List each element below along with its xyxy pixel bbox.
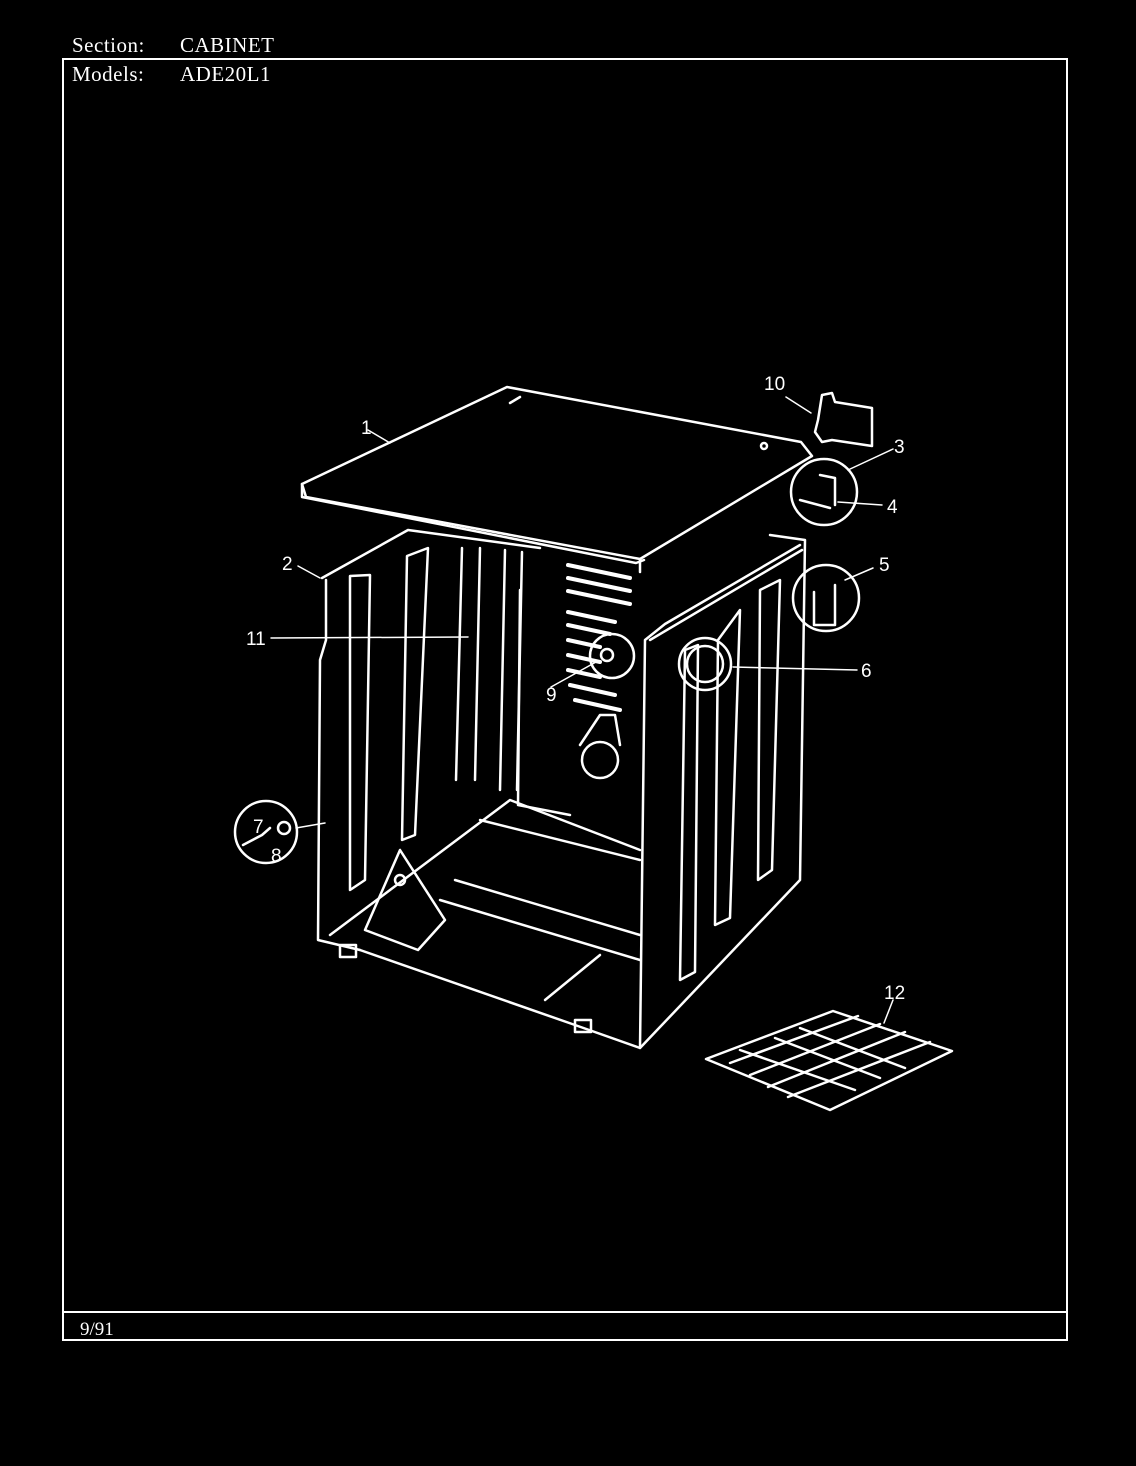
callout-12: 12 <box>884 983 905 1004</box>
callout-4: 4 <box>887 497 898 518</box>
top-panel-drawing <box>300 385 814 574</box>
callout-5: 5 <box>879 555 890 576</box>
diagram-frame <box>62 58 1068 1341</box>
callout-7: 7 <box>253 817 264 838</box>
callout-10: 10 <box>764 374 785 395</box>
footer-divider <box>62 1311 1068 1313</box>
models-label: Models: <box>72 62 145 86</box>
callout-11: 11 <box>246 629 266 650</box>
section-value: CABINET <box>180 33 275 57</box>
drying-rack-drawing <box>704 1009 954 1112</box>
callout-8: 8 <box>271 846 282 867</box>
revision-date: 9/91 <box>80 1319 114 1340</box>
callout-leaders <box>270 396 894 1024</box>
control-bracket-drawing <box>813 391 874 448</box>
section-label: Section: <box>72 33 145 57</box>
cabinet-body-drawing <box>316 528 807 1050</box>
callout-2: 2 <box>282 554 293 575</box>
models-value: ADE20L1 <box>180 62 271 86</box>
callout-6: 6 <box>861 661 872 682</box>
callout-9: 9 <box>546 685 557 706</box>
detail-circles <box>233 457 861 865</box>
callout-3: 3 <box>894 437 905 458</box>
callout-1: 1 <box>361 418 372 439</box>
